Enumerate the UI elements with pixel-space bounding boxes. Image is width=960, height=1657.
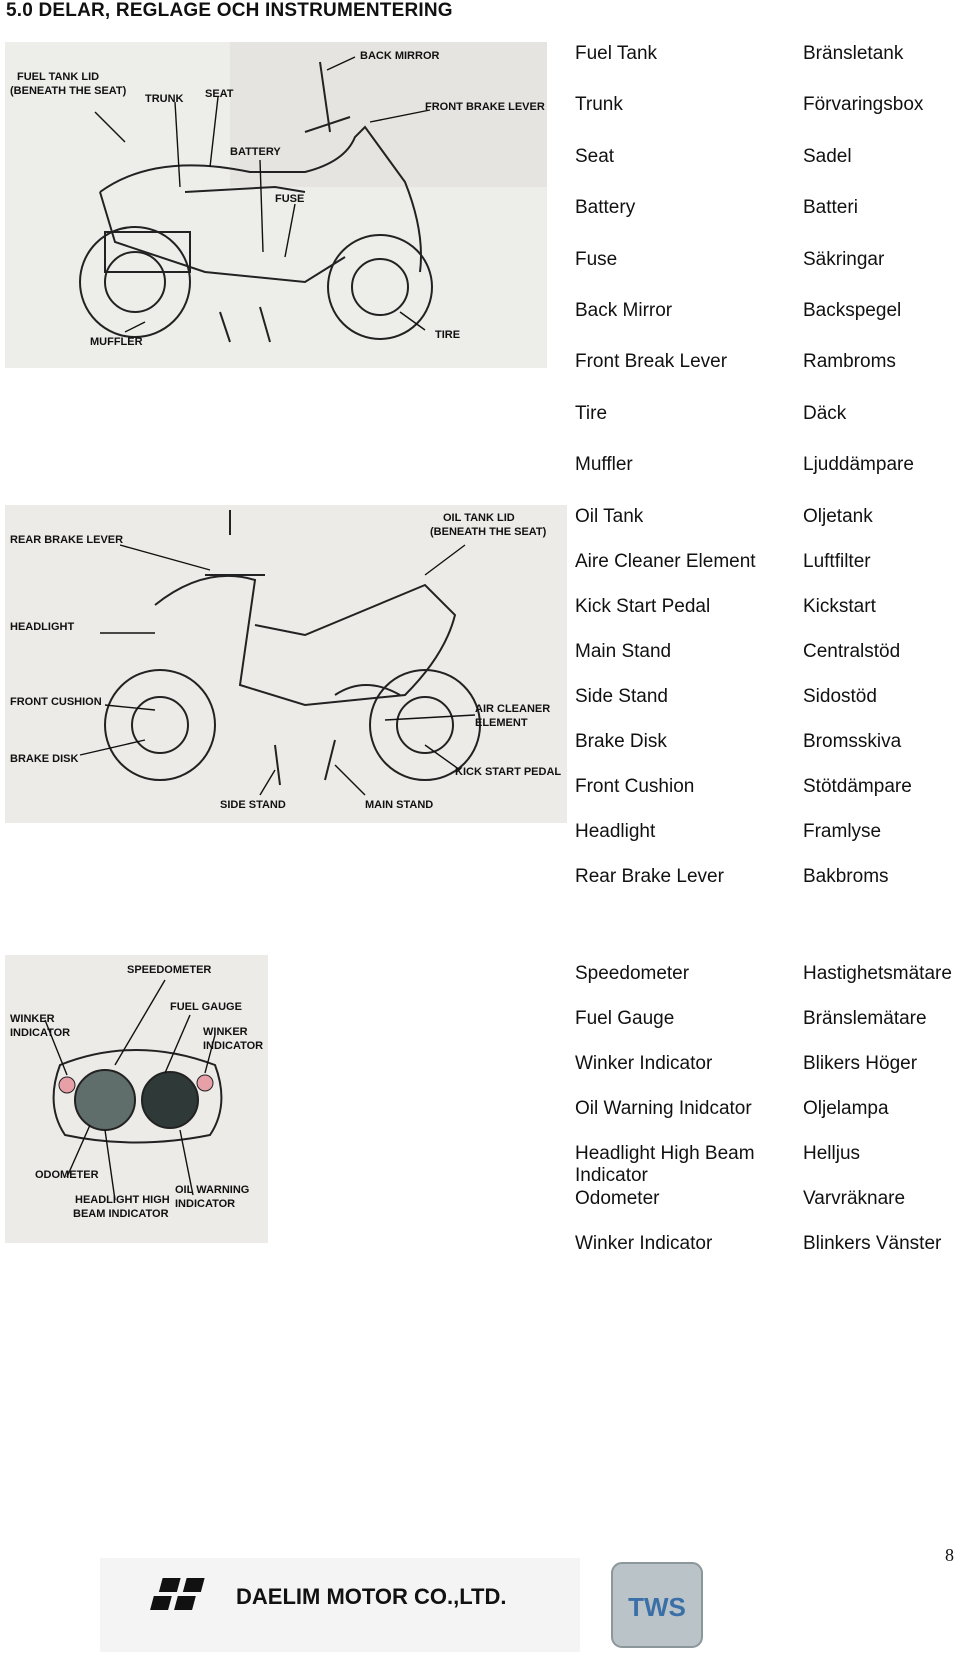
fig3-label-winker-right-2: INDICATOR xyxy=(203,1040,263,1052)
fig1-label-tire: TIRE xyxy=(435,329,460,341)
fig2-label-kick-start-pedal: KICK START PEDAL xyxy=(455,766,561,778)
t3-row-5-en: Headlight High Beam xyxy=(575,1143,775,1165)
t3-row-5-sv: Helljus xyxy=(803,1143,960,1165)
t2-row-9-sv: Bakbroms xyxy=(803,866,960,888)
t1-row-9-en: Muffler xyxy=(575,454,775,476)
fig2-label-front-cushion: FRONT CUSHION xyxy=(10,696,102,708)
t2-row-3-sv: Kickstart xyxy=(803,596,960,618)
t1-row-2-en: Trunk xyxy=(575,94,775,116)
t1-row-5-sv: Säkringar xyxy=(803,249,960,271)
fig2-label-headlight: HEADLIGHT xyxy=(10,621,74,633)
fig3-label-oil-warning-2: INDICATOR xyxy=(175,1198,235,1210)
t2-row-7-sv: Stötdämpare xyxy=(803,776,960,798)
t3-row-4-en: Oil Warning Inidcator xyxy=(575,1098,775,1120)
t2-row-3-en: Kick Start Pedal xyxy=(575,596,775,618)
page-title: 5.0 DELAR, REGLAGE OCH INSTRUMENTERING xyxy=(6,0,453,22)
t3-row-1-sv: Hastighetsmätare xyxy=(803,963,960,985)
fig3-label-speedometer: SPEEDOMETER xyxy=(127,964,211,976)
t2-row-5-sv: Sidostöd xyxy=(803,686,960,708)
t1-row-6-sv: Backspegel xyxy=(803,300,960,322)
fig3-label-winker-left: WINKER xyxy=(10,1013,55,1025)
fig2-label-oil-tank-lid: OIL TANK LID xyxy=(443,512,515,524)
fig2-label-side-stand: SIDE STAND xyxy=(220,799,286,811)
fig1-label-fuel-tank-lid: FUEL TANK LID xyxy=(17,71,99,83)
fig2-label-brake-disk: BRAKE DISK xyxy=(10,753,79,765)
fig2-label-rear-brake-lever: REAR BRAKE LEVER xyxy=(10,534,123,546)
t2-row-5-en: Side Stand xyxy=(575,686,775,708)
scooter-parts-figure-1: FUEL TANK LID (BENEATH THE SEAT) TRUNK S… xyxy=(5,42,547,368)
t3-row-7-sv: Blinkers Vänster xyxy=(803,1233,960,1255)
t2-row-8-en: Headlight xyxy=(575,821,775,843)
t1-row-3-en: Seat xyxy=(575,146,775,168)
fig2-label-oil-tank-lid-2: (BENEATH THE SEAT) xyxy=(430,526,547,538)
fig3-label-winker-left-2: INDICATOR xyxy=(10,1027,70,1039)
t1-row-1-sv: Bränsletank xyxy=(803,43,960,65)
t2-row-2-sv: Luftfilter xyxy=(803,551,960,573)
t1-row-4-sv: Batteri xyxy=(803,197,960,219)
fig1-label-fuse: FUSE xyxy=(275,193,304,205)
t2-row-6-sv: Bromsskiva xyxy=(803,731,960,753)
winker-indicator-left xyxy=(59,1077,75,1093)
t1-row-3-sv: Sadel xyxy=(803,146,960,168)
fig1-label-seat: SEAT xyxy=(205,88,234,100)
t1-row-7-en: Front Break Lever xyxy=(575,351,775,373)
t3-row-6-en: Odometer xyxy=(575,1188,775,1210)
fig3-label-winker-right: WINKER xyxy=(203,1026,248,1038)
winker-indicator-right xyxy=(197,1075,213,1091)
t2-row-4-sv: Centralstöd xyxy=(803,641,960,663)
fig1-label-back-mirror: BACK MIRROR xyxy=(360,50,439,62)
t1-row-7-sv: Rambroms xyxy=(803,351,960,373)
speedometer-dial xyxy=(75,1070,135,1130)
footer: DAELIM MOTOR CO.,LTD. TWS xyxy=(0,1558,960,1652)
fuel-gauge-dial xyxy=(142,1072,198,1128)
fig2-label-air-cleaner-2: ELEMENT xyxy=(475,717,528,729)
t1-row-8-sv: Däck xyxy=(803,403,960,425)
t1-row-5-en: Fuse xyxy=(575,249,775,271)
t3-row-2-en: Fuel Gauge xyxy=(575,1008,775,1030)
tws-badge-text: TWS xyxy=(628,1592,686,1622)
t3-row-2-sv: Bränslemätare xyxy=(803,1008,960,1030)
instrument-cluster-figure: SPEEDOMETER FUEL GAUGE WINKER INDICATOR … xyxy=(5,955,268,1243)
company-name: DAELIM MOTOR CO.,LTD. xyxy=(236,1584,507,1609)
fig2-label-air-cleaner: AIR CLEANER xyxy=(475,703,550,715)
fig3-label-headlight-high-2: BEAM INDICATOR xyxy=(73,1208,169,1220)
fig3-label-odometer: ODOMETER xyxy=(35,1169,99,1181)
fig1-label-front-brake-lever: FRONT BRAKE LEVER xyxy=(425,101,545,113)
t3-row-3-en: Winker Indicator xyxy=(575,1053,775,1075)
t2-row-7-en: Front Cushion xyxy=(575,776,775,798)
t2-row-2-en: Aire Cleaner Element xyxy=(575,551,775,573)
t2-row-1-en: Oil Tank xyxy=(575,506,775,528)
fig3-label-headlight-high: HEADLIGHT HIGH xyxy=(75,1194,170,1206)
t1-row-6-en: Back Mirror xyxy=(575,300,775,322)
t1-row-9-sv: Ljuddämpare xyxy=(803,454,960,476)
fig3-label-fuel-gauge: FUEL GAUGE xyxy=(170,1001,242,1013)
fig1-label-muffler: MUFFLER xyxy=(90,336,143,348)
t2-row-8-sv: Framlyse xyxy=(803,821,960,843)
t3-row-7-en: Winker Indicator xyxy=(575,1233,775,1255)
fig2-label-main-stand: MAIN STAND xyxy=(365,799,433,811)
t1-row-4-en: Battery xyxy=(575,197,775,219)
scooter-parts-figure-2: REAR BRAKE LEVER HEADLIGHT FRONT CUSHION… xyxy=(5,505,567,823)
fig1-label-trunk: TRUNK xyxy=(145,93,184,105)
fig1-label-battery: BATTERY xyxy=(230,146,281,158)
t1-row-8-en: Tire xyxy=(575,403,775,425)
t1-row-2-sv: Förvaringsbox xyxy=(803,94,960,116)
t3-row-5b-en: Indicator xyxy=(575,1165,775,1187)
t3-row-4-sv: Oljelampa xyxy=(803,1098,960,1120)
t2-row-4-en: Main Stand xyxy=(575,641,775,663)
t3-row-6-sv: Varvräknare xyxy=(803,1188,960,1210)
fig3-label-oil-warning: OIL WARNING xyxy=(175,1184,249,1196)
fig1-label-fuel-tank-lid-2: (BENEATH THE SEAT) xyxy=(10,85,127,97)
t2-row-9-en: Rear Brake Lever xyxy=(575,866,775,888)
t2-row-6-en: Brake Disk xyxy=(575,731,775,753)
t1-row-1-en: Fuel Tank xyxy=(575,43,775,65)
t2-row-1-sv: Oljetank xyxy=(803,506,960,528)
t3-row-3-sv: Blikers Höger xyxy=(803,1053,960,1075)
t3-row-1-en: Speedometer xyxy=(575,963,775,985)
